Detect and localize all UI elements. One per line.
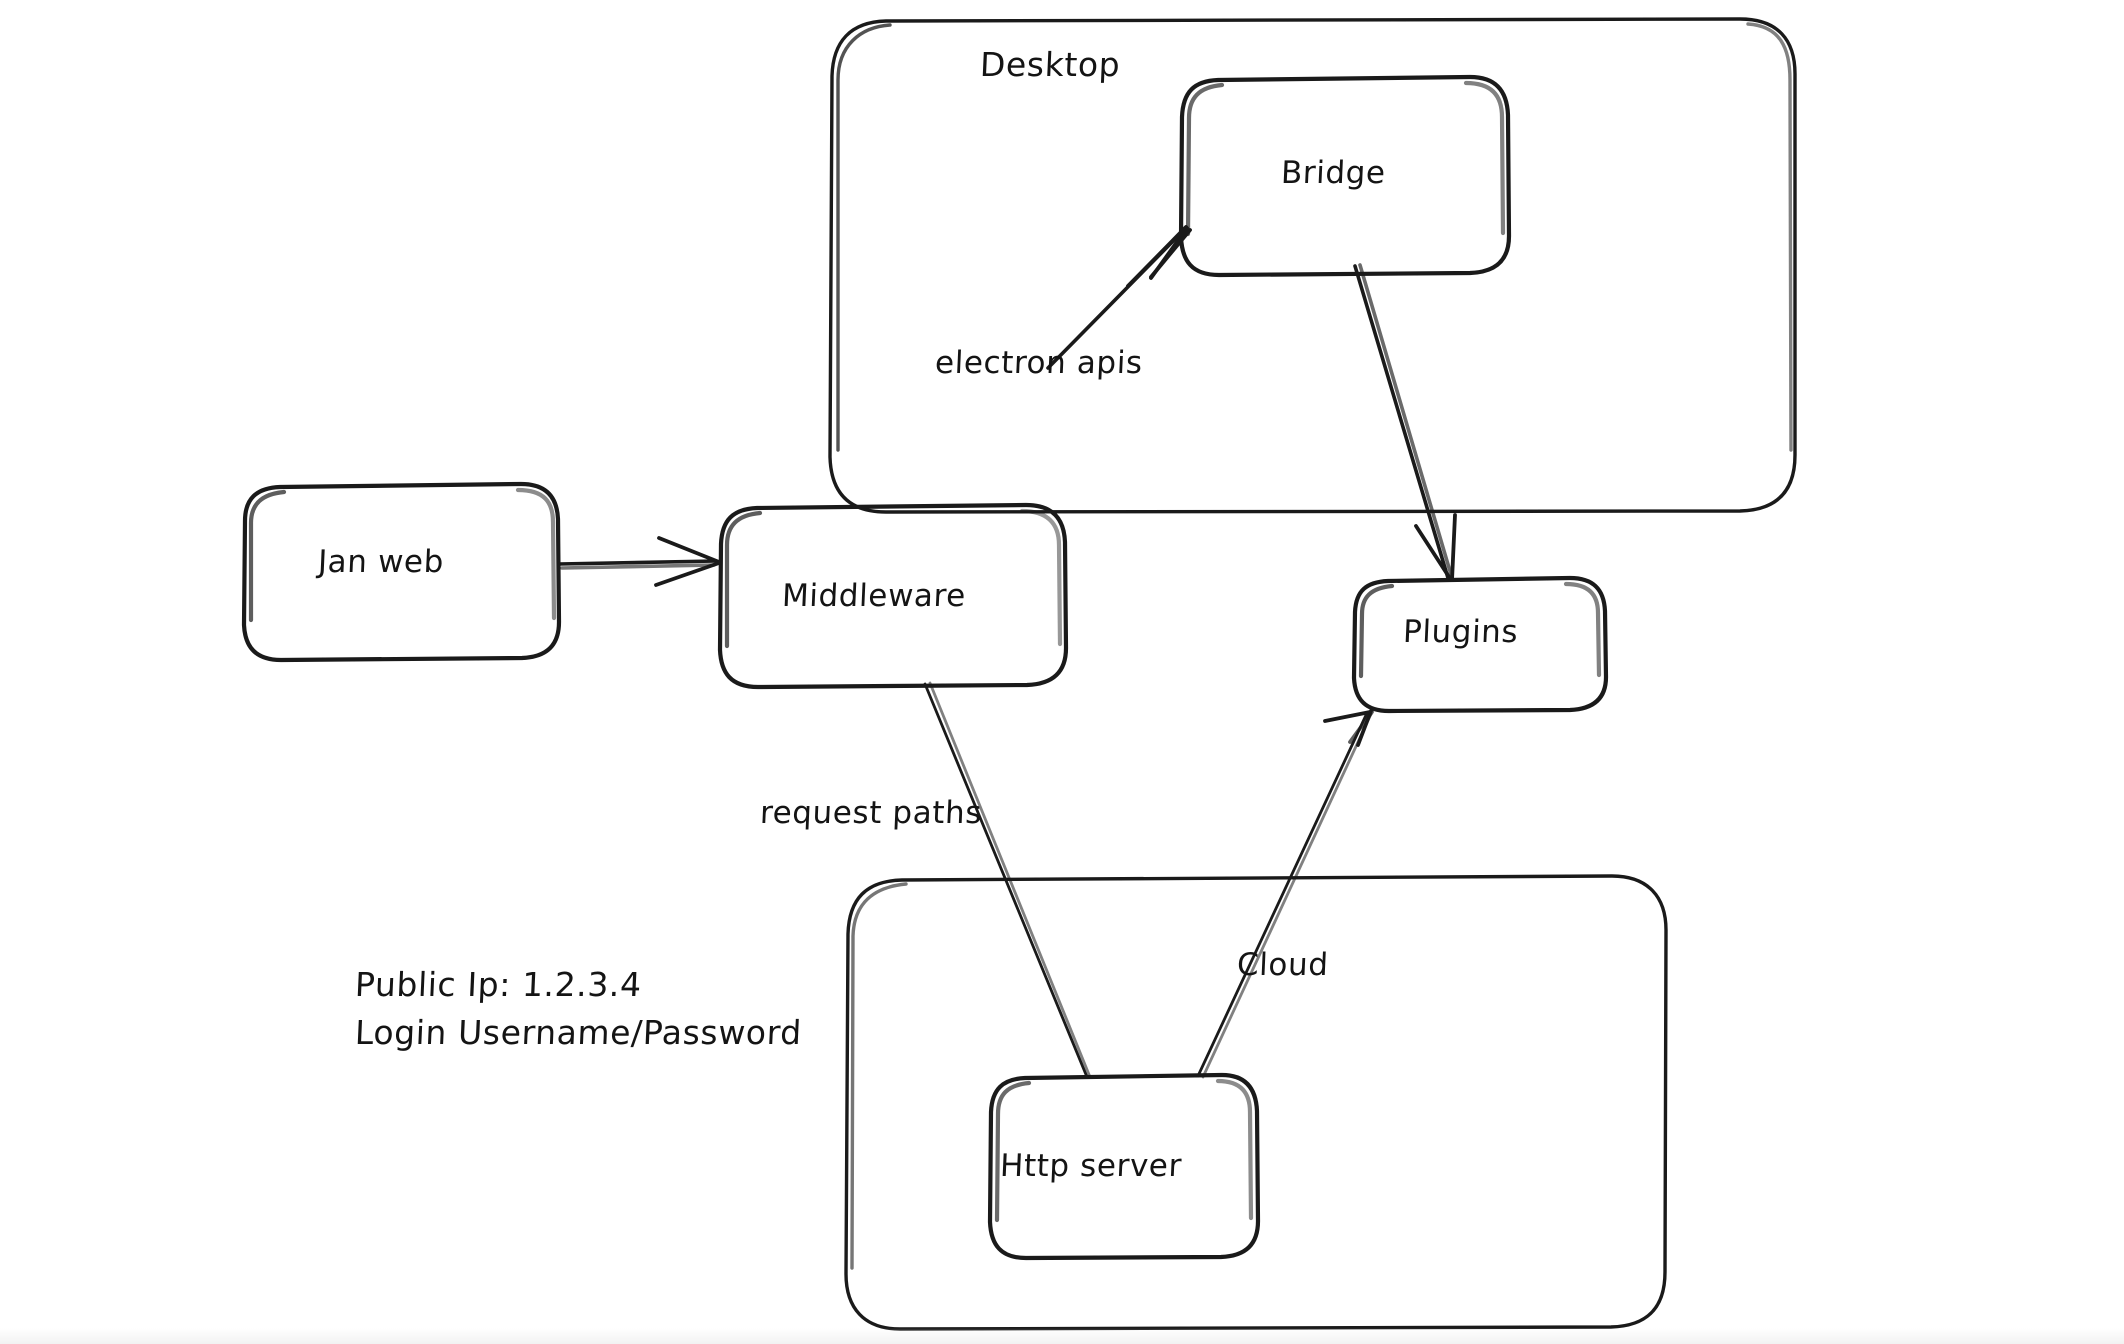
edge-label-cloud: Cloud: [1236, 947, 1330, 983]
group-desktop-outline: [828, 17, 1797, 514]
node-jan-web-outline: [241, 481, 562, 663]
node-middleware-outline: [717, 502, 1069, 690]
edge-bridge-to-plugins: [1353, 263, 1457, 582]
node-label-http-server[interactable]: Http server: [999, 1148, 1183, 1184]
node-plugins-outline: [1351, 575, 1609, 714]
note-credentials: Login Username/Password: [354, 1013, 803, 1052]
edge-middleware-to-bridge: [1046, 225, 1192, 370]
edge-middleware-to-httpserver: [923, 681, 1092, 1079]
edge-label-electron-apis: electron apis: [934, 345, 1144, 381]
node-label-bridge[interactable]: Bridge: [1280, 155, 1387, 191]
node-label-middleware[interactable]: Middleware: [781, 578, 967, 614]
node-label-jan-web[interactable]: Jan web: [317, 544, 445, 580]
group-cloud-outline: [844, 874, 1668, 1331]
edge-janweb-to-middleware: [557, 536, 721, 587]
node-label-plugins[interactable]: Plugins: [1402, 614, 1520, 650]
node-http-server-outline: [987, 1072, 1261, 1261]
note-public-ip: Public Ip: 1.2.3.4: [354, 965, 643, 1004]
edge-label-request-paths: request paths: [759, 795, 983, 831]
group-label-desktop: Desktop: [979, 45, 1122, 84]
edge-httpserver-to-plugins: [1196, 709, 1374, 1079]
node-bridge-outline: [1178, 74, 1512, 278]
